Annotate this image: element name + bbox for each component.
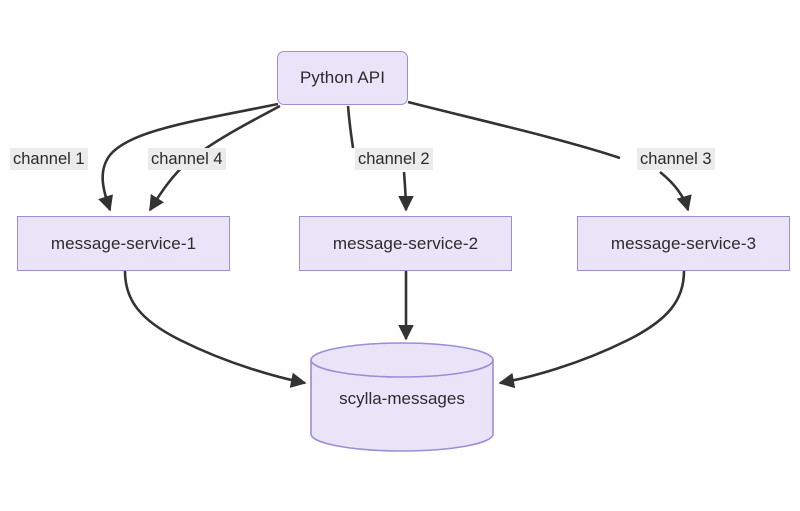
edge-label-channel-1: channel 1 bbox=[10, 148, 88, 170]
node-message-service-3-label: message-service-3 bbox=[610, 233, 757, 253]
scylla-messages-cylinder-shape bbox=[310, 342, 494, 452]
node-message-service-3[interactable]: message-service-3 bbox=[577, 216, 790, 271]
edge-label-channel-2: channel 2 bbox=[355, 148, 433, 170]
node-scylla-messages[interactable]: scylla-messages bbox=[311, 383, 493, 415]
edge-message-service-1-to-scylla-messages bbox=[123, 270, 307, 388]
node-python-api[interactable]: Python API bbox=[277, 51, 408, 105]
node-message-service-1[interactable]: message-service-1 bbox=[17, 216, 230, 271]
node-scylla-messages-label: scylla-messages bbox=[339, 389, 465, 408]
edge-python-api-to-message-service-3-channel-3 bbox=[407, 100, 621, 160]
edge-message-service-3-to-scylla-messages bbox=[498, 270, 686, 389]
edge-label-channel-4: channel 4 bbox=[148, 148, 226, 170]
edge-python-api-to-message-service-3-channel-3-tail bbox=[659, 170, 692, 212]
node-message-service-1-label: message-service-1 bbox=[50, 233, 197, 253]
edge-python-api-to-message-service-2-channel-2 bbox=[346, 105, 406, 210]
node-python-api-label: Python API bbox=[299, 68, 386, 87]
edge-python-api-to-message-service-1-channel-1 bbox=[98, 102, 279, 212]
node-message-service-2-label: message-service-2 bbox=[332, 233, 479, 253]
edge-label-channel-3: channel 3 bbox=[637, 148, 715, 170]
node-message-service-2[interactable]: message-service-2 bbox=[299, 216, 512, 271]
